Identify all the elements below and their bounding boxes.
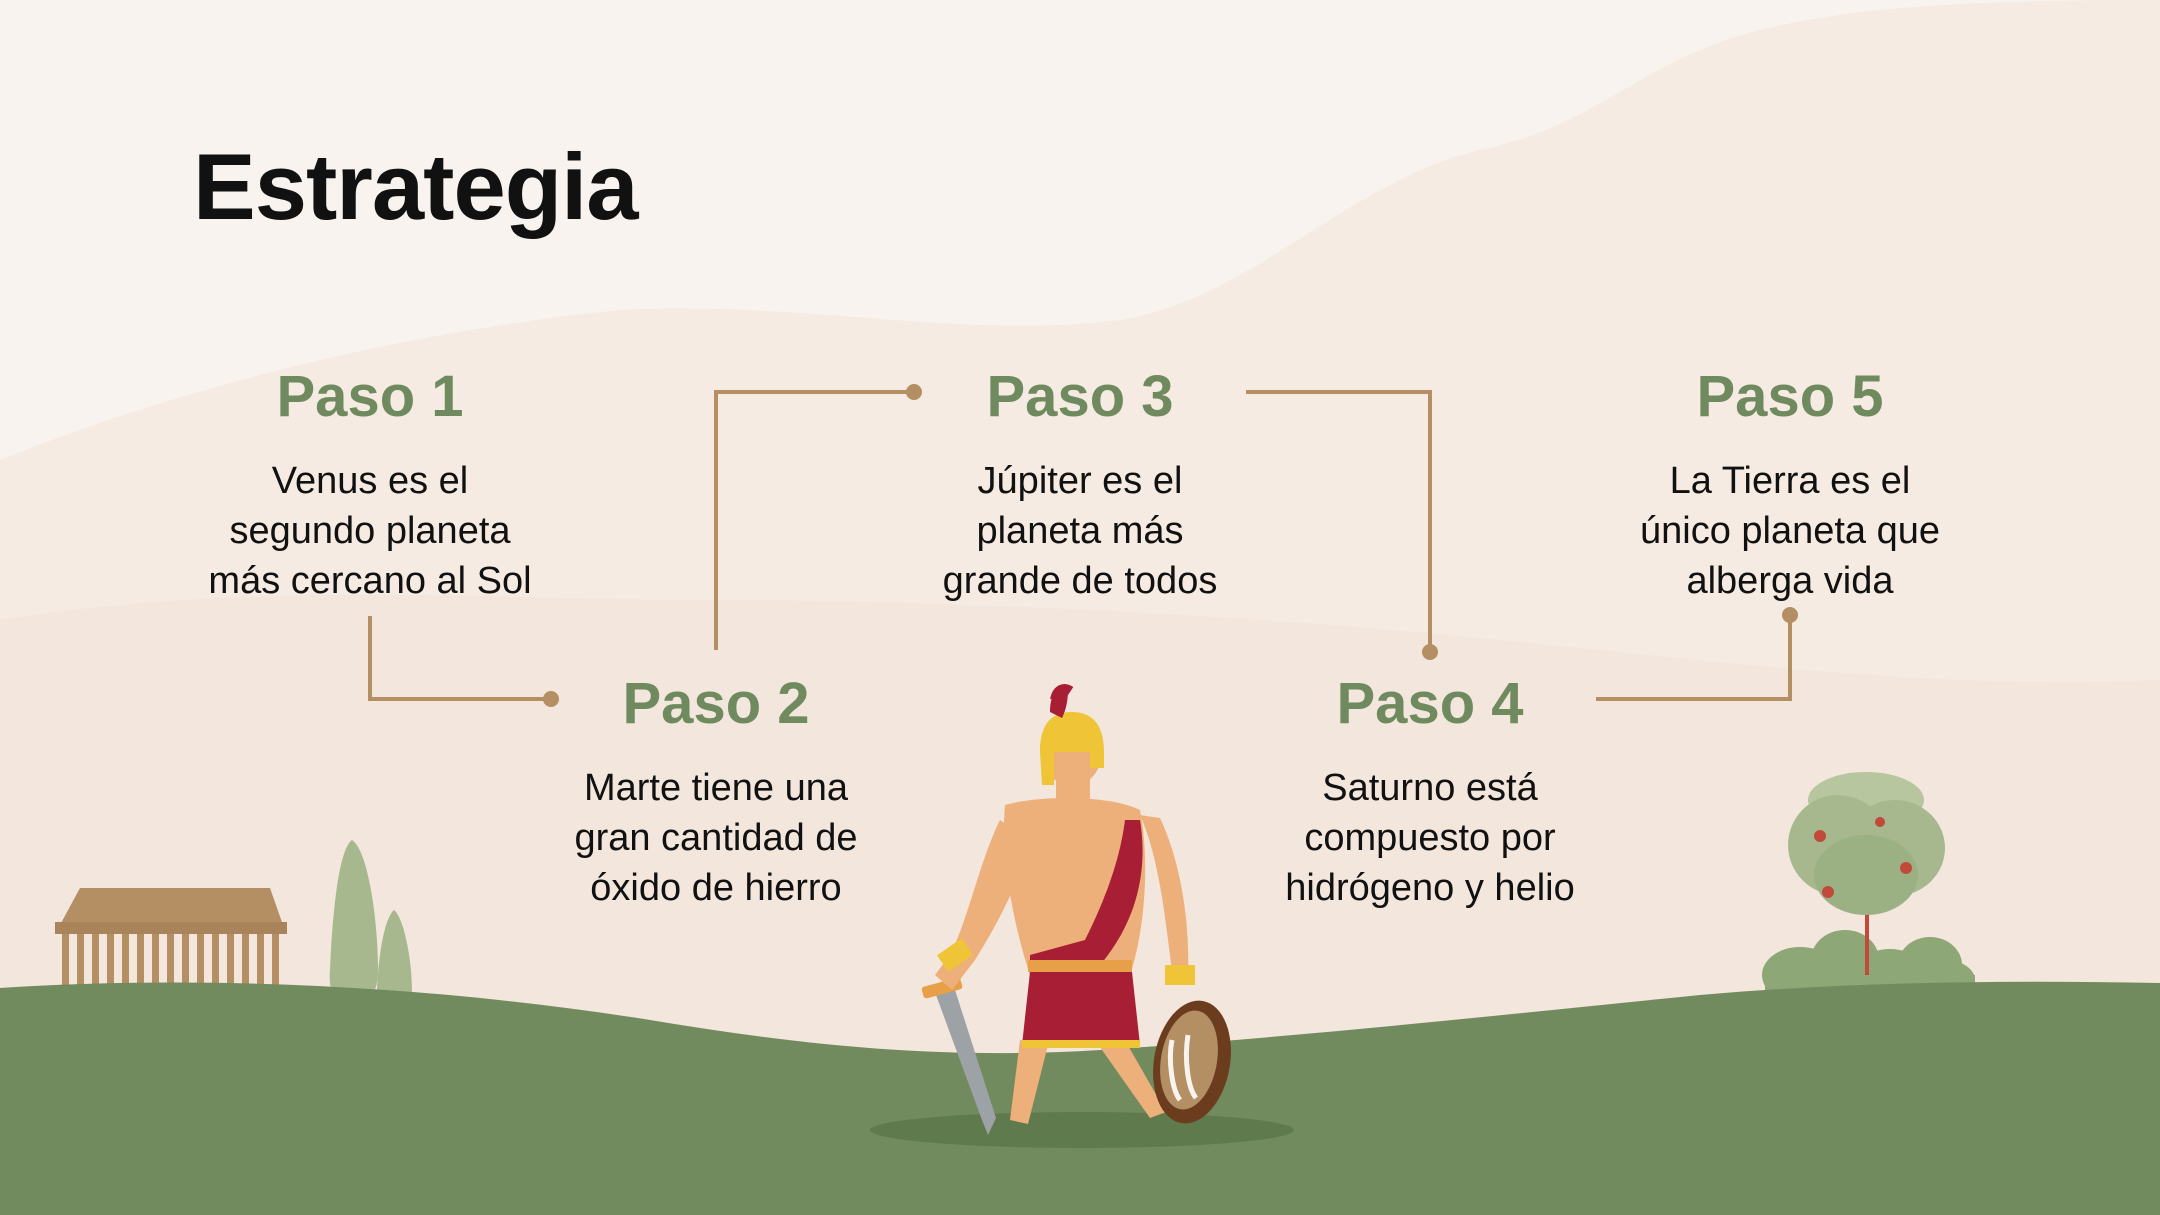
temple-illustration: [55, 888, 287, 994]
connector-3-4: [1246, 390, 1432, 652]
connector-2-3: [714, 390, 913, 650]
step-3: Paso 3 Júpiter es el planeta más grande …: [890, 368, 1270, 606]
cypress-tree-large: [329, 840, 378, 1005]
step-5: Paso 5 La Tierra es el único planeta que…: [1600, 368, 1980, 606]
step-4-description: Saturno está compuesto por hidrógeno y h…: [1285, 767, 1575, 909]
step-5-title: Paso 5: [1696, 364, 1884, 429]
connector-dots: [543, 384, 1798, 707]
step-2: Paso 2 Marte tiene una gran cantidad de …: [526, 675, 906, 913]
warrior-illustration: [870, 684, 1294, 1148]
connector-4-5: [1596, 615, 1792, 701]
step-1-description: Venus es el segundo planeta más cercano …: [208, 460, 532, 602]
step-1-title: Paso 1: [276, 364, 464, 429]
step-2-title: Paso 2: [622, 671, 810, 736]
cypress-tree-small: [376, 910, 412, 1010]
step-connectors: [368, 390, 1792, 701]
step-1: Paso 1 Venus es el segundo planeta más c…: [180, 368, 560, 606]
step-2-description: Marte tiene una gran cantidad de óxido d…: [574, 767, 858, 909]
page-title: Estrategia: [193, 134, 639, 239]
connector-1-2: [368, 616, 550, 701]
fruit-tree-illustration: [1788, 772, 1945, 975]
green-hill: [0, 981, 2160, 1215]
step-3-title: Paso 3: [986, 364, 1174, 429]
step-4: Paso 4 Saturno está compuesto por hidróg…: [1240, 675, 1620, 913]
step-3-description: Júpiter es el planeta más grande de todo…: [942, 460, 1218, 602]
step-5-description: La Tierra es el único planeta que alberg…: [1639, 460, 1941, 602]
step-4-title: Paso 4: [1336, 671, 1524, 736]
